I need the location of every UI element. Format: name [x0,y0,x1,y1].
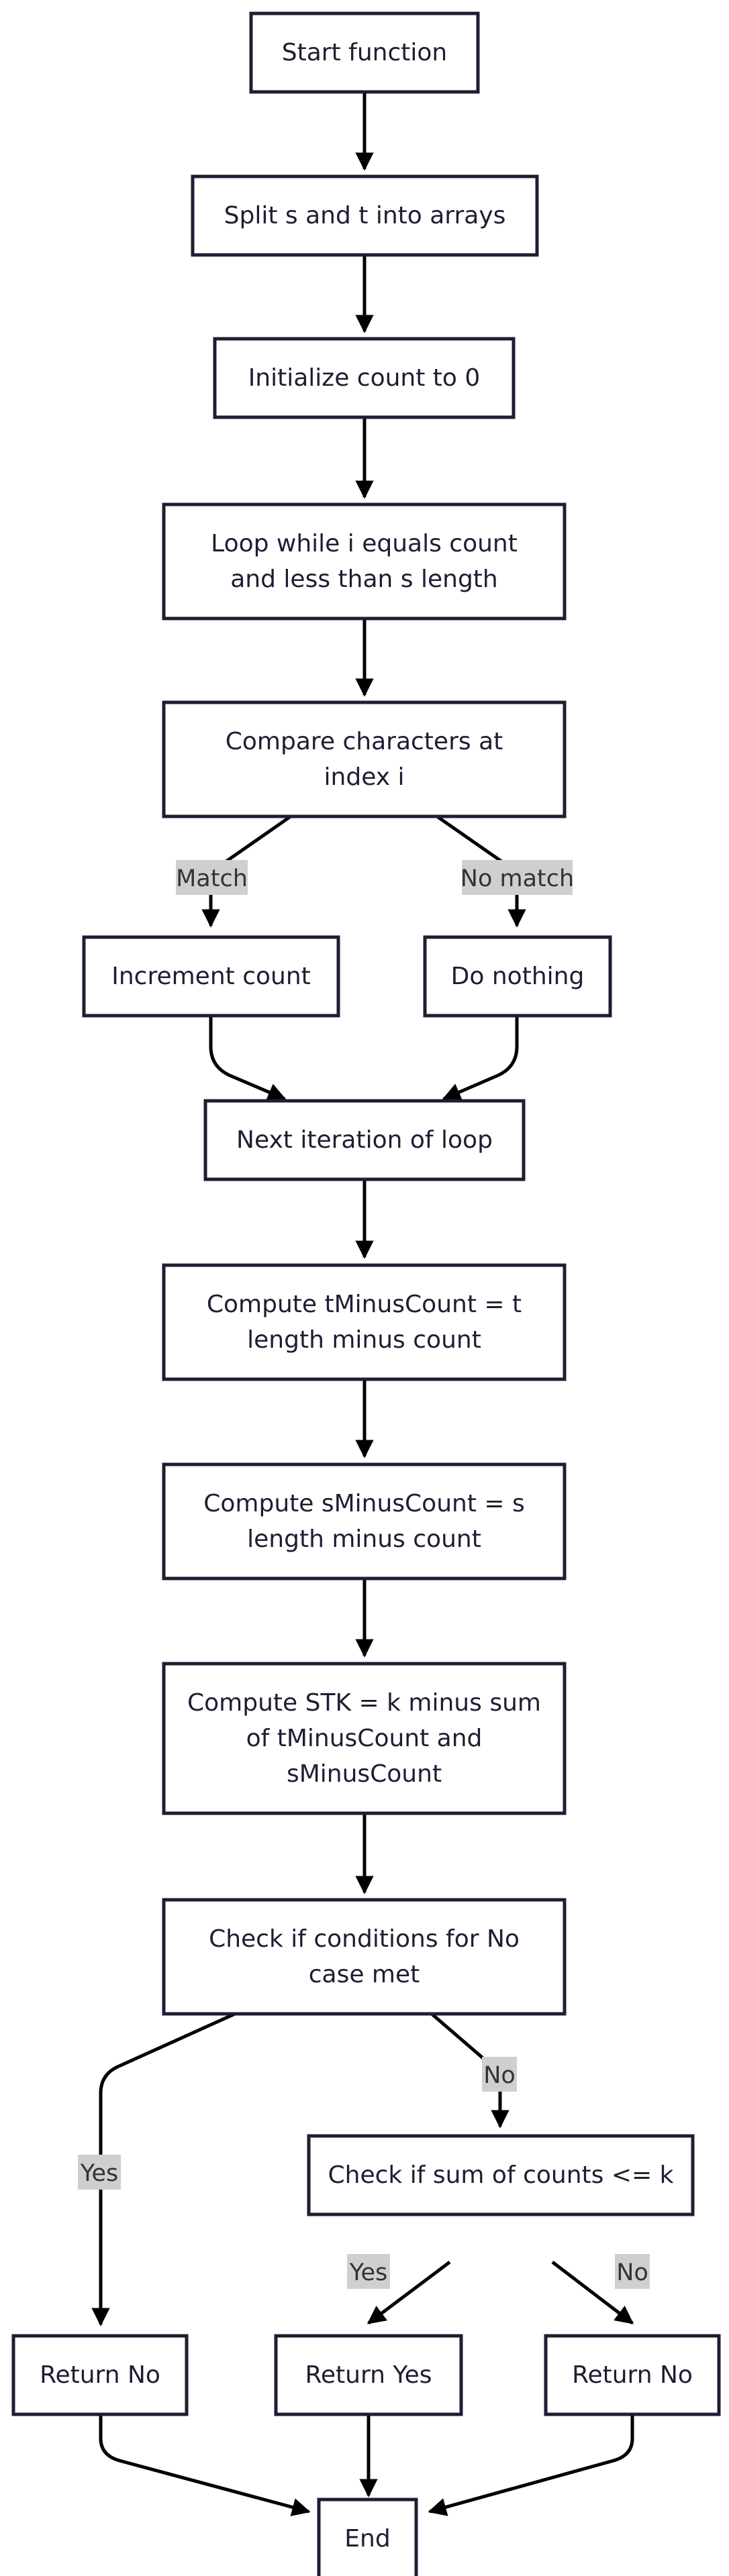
node-check-sum: Check if sum of counts <= k [307,2134,695,2216]
node-return-yes-label-line: Return Yes [305,2361,432,2389]
node-end: End [317,2498,418,2576]
node-check-sum-label-line: Check if sum of counts <= k [328,2161,674,2189]
node-compare-characters: Compare characters at index i [162,700,567,818]
node-compute-stk-label-line: of tMinusCount and [246,1725,483,1752]
node-increment-count-label-line: Increment count [111,963,311,990]
node-initialize-count: Initialize count to 0 [213,337,516,419]
edge-returnno2-to-end [428,2414,634,2516]
node-compute-tminus-label-line: length minus count [247,1326,481,1354]
edge-returnno-to-end [99,2414,311,2516]
node-check-no-case-label-line: case met [309,1961,420,1988]
node-compute-stk-label-line: Compute STK = k minus sum [187,1689,541,1717]
edge-label-no-2-text: No [616,2259,648,2286]
node-next-iteration: Next iteration of loop [203,1099,526,1181]
edge-label-yes-1-text: Yes [80,2160,119,2187]
node-do-nothing-label-line: Do nothing [451,963,585,990]
node-compute-stk-label-line: sMinusCount [287,1760,442,1788]
node-return-no-right-label-line: Return No [572,2361,693,2389]
node-split-arrays: Split s and t into arrays [191,174,539,257]
node-compute-sminus-label-line: Compute sMinusCount = s [203,1490,525,1517]
edge-label-no-1: No [482,2057,517,2092]
edge-checksum-to-returnyes [367,2261,451,2324]
edge-label-no-1-text: No [483,2062,516,2089]
node-return-no-right: Return No [544,2334,721,2416]
edge-labels: Match No match Yes No Yes No [78,860,650,2289]
edge-nothing-to-next [442,1016,519,1101]
node-split-arrays-label-line: Split s and t into arrays [224,202,506,229]
node-compute-tminus: Compute tMinusCount = t length minus coun… [162,1263,567,1381]
node-return-no-left: Return No [11,2334,189,2416]
edge-label-no-2: No [615,2254,650,2289]
edge-checksum-to-returnno [551,2261,634,2324]
node-compute-stk: Compute STK = k minus sum of tMinusCount … [162,1662,567,1815]
node-increment-count: Increment count [82,935,340,1018]
node-start: Start function [249,11,480,94]
node-initialize-count-label-line: Initialize count to 0 [248,364,481,392]
node-compute-sminus: Compute sMinusCount = s length minus coun… [162,1462,567,1580]
node-start-label-line: Start function [282,39,447,66]
node-loop-condition-label-line: and less than s length [230,566,497,593]
node-loop-condition: Loop while i equals count and less than s… [162,502,567,621]
edge-label-yes-1: Yes [78,2155,121,2190]
node-end-label-line: End [344,2525,390,2553]
node-compute-sminus-label-line: length minus count [247,1525,481,1553]
edge-increment-to-next [209,1016,287,1101]
node-return-yes: Return Yes [274,2334,463,2416]
node-next-iteration-label-line: Next iteration of loop [236,1126,493,1154]
edge-label-no-match-text: No match [460,865,574,892]
edge-label-no-match: No match [460,860,574,895]
edge-label-match-text: Match [176,865,248,892]
node-check-no-case: Check if conditions for No case met [162,1898,567,2016]
edge-checkno-to-returnno [91,2012,236,2326]
node-do-nothing: Do nothing [423,935,612,1018]
node-compare-characters-label-line: index i [324,763,405,791]
edge-label-yes-2-text: Yes [349,2259,388,2286]
node-check-no-case-label-line: Check if conditions for No [209,1925,520,1953]
nodes: Start function Split s and t into arrays… [11,11,721,2576]
edge-label-yes-2: Yes [347,2254,390,2289]
node-loop-condition-label-line: Loop while i equals count [211,530,518,557]
node-return-no-left-label-line: Return No [40,2361,160,2389]
node-compute-tminus-label-line: Compute tMinusCount = t [207,1291,522,1318]
edge-label-match: Match [176,860,248,895]
node-compare-characters-label-line: Compare characters at [226,728,503,755]
